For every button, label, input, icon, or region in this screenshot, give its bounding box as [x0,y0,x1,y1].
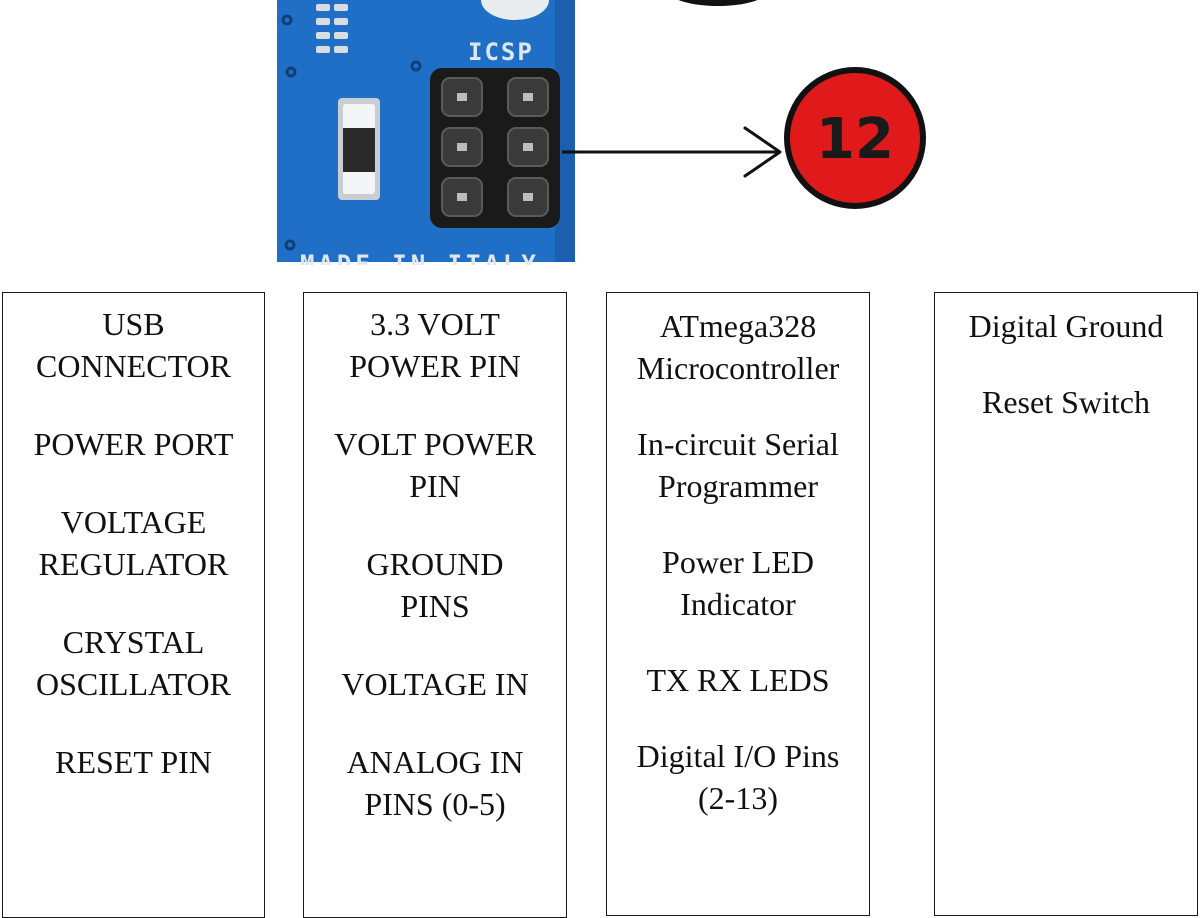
legend-item-line: PINS [400,588,470,624]
legend-item-line: POWER PIN [349,348,521,384]
legend-item: POWER PORT [3,423,264,465]
legend-item: ANALOG IN PINS (0-5) [304,741,566,825]
legend-item-line: VOLTAGE [60,504,207,540]
callout-arrow [562,126,782,178]
legend-item-line: PIN [409,468,461,504]
legend-item-line: In-circuit Serial [637,426,839,462]
legend-column-2: 3.3 VOLT POWER PIN VOLT POWER PIN GROUND PINS… [303,292,567,918]
legend-item: RESET PIN [3,741,264,783]
legend-item-line: Reset Switch [982,384,1150,420]
legend-item: Reset Switch [935,381,1197,423]
legend-item-line: ATmega328 [659,308,817,344]
legend-item: VOLTAGE IN [304,663,566,705]
legend-list: USB CONNECTOR POWER PORT VOLTAGE REGULATOR CR… [3,303,264,783]
legend-item-line: REGULATOR [38,546,229,582]
legend-item: Power LED Indicator [607,541,869,625]
legend-item: CRYSTAL OSCILLATOR [3,621,264,705]
legend-item-line: 3.3 VOLT [370,306,500,342]
legend-item-line: PINS (0-5) [364,786,506,822]
icsp-label: ICSP [468,38,534,66]
pcb-vias [281,14,422,251]
legend-item: VOLTAGE REGULATOR [3,501,264,585]
legend-item-line: (2-13) [698,780,778,816]
legend-column-1: USB CONNECTOR POWER PORT VOLTAGE REGULATOR CR… [2,292,265,918]
legend-item-line: OSCILLATOR [36,666,231,702]
legend-item-line: VOLT POWER [334,426,536,462]
legend-item-line: POWER PORT [33,426,234,462]
icsp-header [430,68,560,228]
callout-number: 12 [816,107,894,172]
legend-item-line: Microcontroller [636,350,840,386]
legend-item-line: GROUND [366,546,504,582]
made-in-italy-label: MADE IN ITALY [300,250,540,265]
legend-item-line: Digital I/O Pins [636,738,840,774]
legend-item-line: VOLTAGE IN [341,666,529,702]
legend-list: 3.3 VOLT POWER PIN VOLT POWER PIN GROUND PINS… [304,303,566,825]
legend-item-line: CRYSTAL [62,624,205,660]
legend-item: USB CONNECTOR [3,303,264,387]
callout-circle-partial [678,0,758,6]
pcb-round-component [481,0,549,20]
legend-item-line: Programmer [658,468,818,504]
legend-item: TX RX LEDS [607,659,869,701]
legend-item-line: Power LED [662,544,814,580]
legend-item-line: USB [102,306,165,342]
legend-item: VOLT POWER PIN [304,423,566,507]
legend-item-line: ANALOG IN [346,744,524,780]
legend-item-line: TX RX LEDS [646,662,830,698]
legend-item: 3.3 VOLT POWER PIN [304,303,566,387]
board-photo: ICSP MADE IN ITALY 12 [277,0,926,265]
legend-item: Digital Ground [935,305,1197,347]
legend-item: GROUND PINS [304,543,566,627]
callout-marker-12 [784,67,926,209]
legend-item-line: Indicator [680,586,796,622]
legend-item: Digital I/O Pins (2-13) [607,735,869,819]
smd-component [338,98,380,200]
legend-item-line: RESET PIN [55,744,212,780]
legend-item-line: Digital Ground [968,308,1164,344]
legend-item-line: CONNECTOR [36,348,231,384]
pcb-pads [316,4,348,53]
